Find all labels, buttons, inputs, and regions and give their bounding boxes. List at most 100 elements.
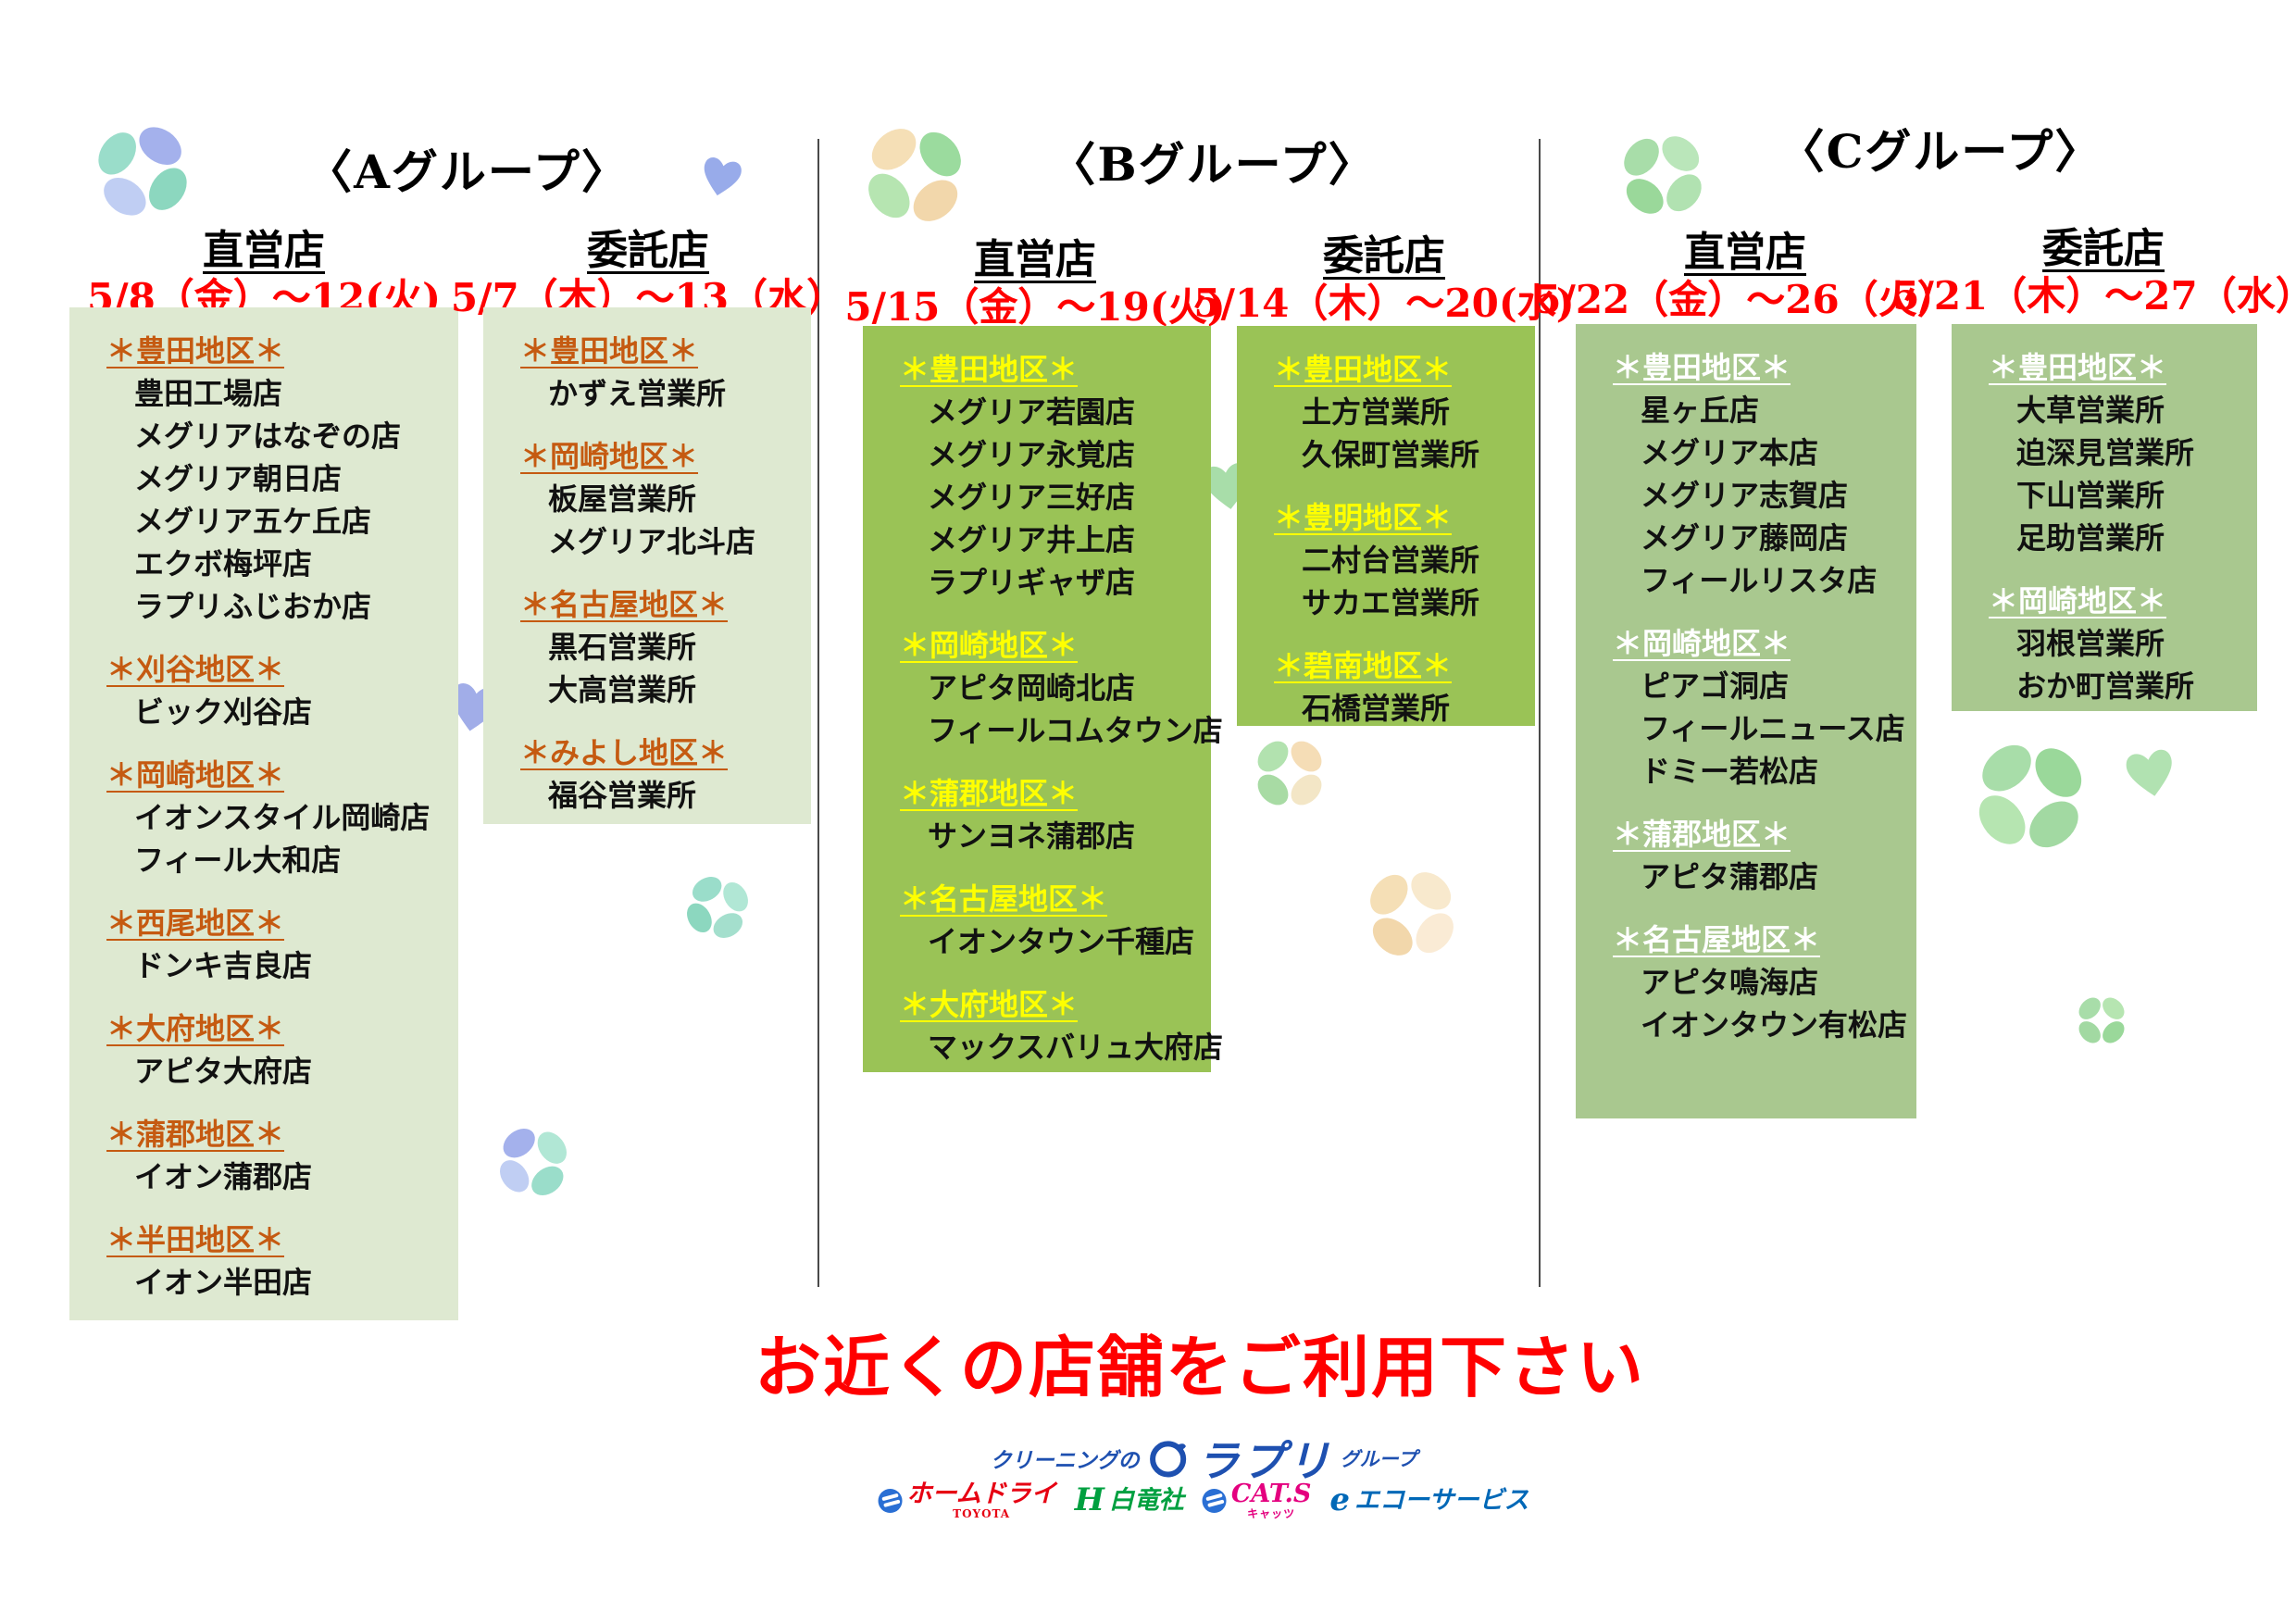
district-header: ＊名古屋地区＊ (520, 587, 729, 622)
district-header: ＊岡崎地区＊ (1989, 583, 2167, 618)
laplie-group-logo: クリーニングの ラプリ グループ (991, 1428, 1417, 1489)
store-item: イオン蒲郡店 (134, 1159, 313, 1194)
partner-name-label: 白竜社 (1108, 1485, 1184, 1515)
district-header: ＊みよし地区＊ (520, 735, 729, 770)
store-item: フィールニュース店 (1641, 711, 1905, 746)
store-item: 下山営業所 (2016, 478, 2165, 513)
globe-icon (1202, 1488, 1227, 1513)
district-header: ＊大府地区＊ (106, 1011, 285, 1046)
store-item: メグリア三好店 (928, 480, 1136, 515)
partner-name-label: エコーサービス (1354, 1485, 1529, 1515)
district-header: ＊碧南地区＊ (1274, 648, 1453, 683)
store-item: メグリア五ケ丘店 (134, 504, 372, 539)
globe-icon (878, 1488, 903, 1513)
store-item: メグリア朝日店 (134, 461, 343, 496)
laplie-ring-icon (1150, 1441, 1187, 1478)
clover-icon (1624, 136, 1702, 214)
group-a-direct-store-list: ＊豊田地区＊豊田工場店メグリアはなぞの店メグリア朝日店メグリア五ケ丘店エクボ梅坪… (69, 307, 458, 1320)
group-c-direct-header: 直営店 (1684, 229, 1806, 276)
clover-icon (2078, 997, 2125, 1043)
store-item: アピタ岡崎北店 (928, 670, 1136, 706)
store-item: メグリア井上店 (928, 522, 1136, 557)
group-a-consignment-header: 委託店 (587, 227, 709, 274)
district-header: ＊岡崎地区＊ (1613, 626, 1791, 661)
district-header: ＊大府地区＊ (900, 987, 1079, 1022)
store-item: 足助営業所 (2016, 520, 2165, 556)
store-item: メグリア北斗店 (548, 524, 756, 559)
group-c-consignment-store-list: ＊豊田地区＊大草営業所迫深見営業所下山営業所足助営業所＊岡崎地区＊羽根営業所おか… (1952, 324, 2257, 711)
district-header: ＊蒲郡地区＊ (900, 776, 1079, 811)
group-b-direct-dates: 5/15（金）～19(火) (844, 284, 1226, 330)
store-item: フィール大和店 (134, 843, 342, 878)
store-item: 土方営業所 (1302, 394, 1451, 430)
district-header: ＊岡崎地区＊ (900, 628, 1079, 663)
store-item: 豊田工場店 (134, 376, 283, 411)
district-header: ＊豊田地区＊ (106, 333, 285, 369)
store-item: 黒石営業所 (548, 630, 697, 665)
district-header: ＊豊田地区＊ (900, 352, 1079, 387)
group-divider-bc (1539, 139, 1541, 1287)
district-header: ＊岡崎地区＊ (520, 439, 699, 474)
partner-name-label: CAT.S (1230, 1480, 1312, 1508)
store-item: エクボ梅坪店 (134, 546, 313, 581)
store-item: フィールコムタウン店 (928, 713, 1223, 748)
group-c-direct-store-list: ＊豊田地区＊星ヶ丘店メグリア本店メグリア志賀店メグリア藤岡店フィールリスタ店＊岡… (1576, 324, 1916, 1118)
partner-name-label: ホームドライ (906, 1480, 1056, 1508)
group-b-title: 〈Bグループ〉 (1049, 137, 1377, 192)
store-item: 久保町営業所 (1302, 437, 1480, 472)
store-item: イオン半田店 (134, 1265, 313, 1300)
h-script-icon: H (1074, 1481, 1104, 1518)
store-item: メグリア本店 (1641, 435, 1819, 470)
store-item: 羽根営業所 (2016, 626, 2165, 661)
clover-icon (499, 1128, 568, 1196)
group-a-title: 〈Aグループ〉 (306, 144, 630, 199)
store-item: アピタ鳴海店 (1641, 965, 1819, 1000)
store-item: サカエ営業所 (1302, 585, 1480, 620)
group-b-consignment-store-list: ＊豊田地区＊土方営業所久保町営業所＊豊明地区＊二村台営業所サカエ営業所＊碧南地区… (1237, 326, 1535, 726)
district-header: ＊豊明地区＊ (1274, 500, 1453, 535)
store-item: 福谷営業所 (548, 778, 697, 813)
clover-icon (1370, 872, 1454, 956)
clover-icon (687, 877, 748, 938)
store-item: アピタ大府店 (134, 1054, 313, 1089)
store-item: フィールリスタ店 (1641, 563, 1878, 598)
clover-icon (98, 127, 187, 216)
store-item: マックスバリュ大府店 (928, 1030, 1224, 1065)
store-item: イオンタウン千種店 (928, 924, 1195, 959)
store-item: ラプリふじおか店 (134, 589, 372, 624)
store-item: かずえ営業所 (548, 376, 727, 411)
district-header: ＊豊田地区＊ (1613, 350, 1791, 385)
store-item: 大高営業所 (548, 672, 697, 707)
group-a-direct-header: 直営店 (203, 227, 325, 274)
group-a-consignment-store-list: ＊豊田地区＊かずえ営業所＊岡崎地区＊板屋営業所メグリア北斗店＊名古屋地区＊黒石営… (483, 307, 811, 824)
logo-brand-label: ラプリ (1196, 1436, 1333, 1486)
partner-sub-label: TOYOTA (953, 1507, 1011, 1520)
district-header: ＊半田地区＊ (106, 1222, 285, 1257)
store-item: ドミー若松店 (1641, 754, 1819, 789)
partner-sub-label: キャッツ (1247, 1507, 1296, 1520)
store-item: メグリア若園店 (928, 394, 1136, 430)
store-item: ビック刈谷店 (134, 694, 313, 730)
group-b-direct-store-list: ＊豊田地区＊ メグリア若園店メグリア永覚店メグリア三好店メグリア井上店ラプリギャザ… (863, 326, 1224, 1072)
group-c-consignment-header: 委託店 (2042, 225, 2165, 272)
heart-leaf-icon (2126, 749, 2172, 796)
group-b-consignment-header: 委託店 (1323, 232, 1445, 280)
store-item: 迫深見営業所 (2016, 435, 2195, 470)
district-header: ＊蒲郡地区＊ (106, 1117, 285, 1152)
store-item: ラプリギャザ店 (928, 565, 1136, 600)
clover-icon (868, 129, 961, 221)
logo-prefix-label: クリーニングの (990, 1448, 1140, 1473)
group-b-direct-header: 直営店 (974, 236, 1096, 283)
clover-icon (1257, 741, 1322, 806)
group-b-consignment-dates: 5/14（木）～20(水) (1193, 281, 1575, 326)
logo-suffix-label: グループ (1340, 1447, 1417, 1470)
store-item: ピアゴ洞店 (1641, 668, 1790, 704)
store-item: メグリア永覚店 (928, 437, 1136, 472)
heart-leaf-icon (704, 157, 742, 196)
group-divider-ab (817, 139, 819, 1287)
